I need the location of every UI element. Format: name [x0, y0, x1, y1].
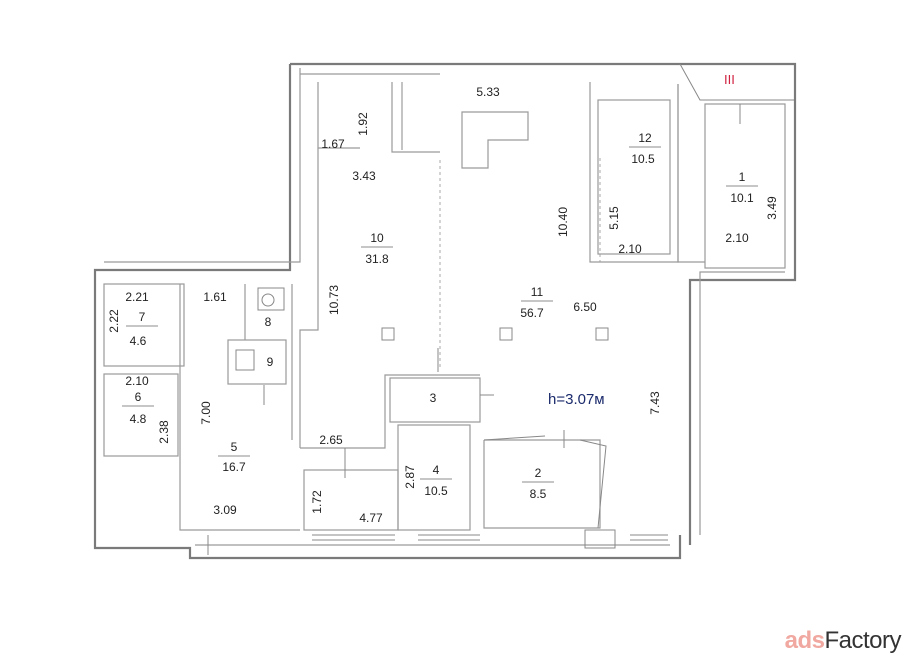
dimension-label: 2.10 [725, 231, 749, 245]
room-8: 8 [265, 315, 272, 329]
dimension-label: 3.43 [352, 169, 376, 183]
room-area: 8.5 [530, 487, 547, 501]
dimension-label: 7.43 [648, 391, 662, 415]
dimension-label: 10.40 [556, 207, 570, 237]
dimension-label: 2.38 [157, 420, 171, 444]
room-9: 9 [267, 355, 274, 369]
room-number: 10 [370, 231, 384, 245]
room-7: 74.6 [126, 310, 158, 348]
dimension-label: 2.10 [618, 242, 642, 256]
room-1: 110.1 [726, 170, 758, 205]
dimension-label: 2.21 [125, 290, 149, 304]
dimension-label: 4.77 [359, 511, 383, 525]
dimension-labels: 5.33 1.92 1.67 3.43 10.40 5.15 2.10 2.10 3.49 10.… [107, 85, 779, 525]
ceiling-height-label: h=3.07м [548, 391, 605, 408]
dimension-label: 7.00 [199, 401, 213, 425]
room-area: 10.1 [730, 191, 754, 205]
walls [93, 62, 797, 560]
dimension-label: 3.49 [765, 196, 779, 220]
room-number: 12 [638, 131, 652, 145]
dimension-label: 3.09 [213, 503, 237, 517]
room-11: 11 56.7 [520, 285, 553, 320]
room-number: 7 [139, 310, 146, 324]
room-6: 64.8 [122, 390, 154, 426]
dimension-label: 2.65 [319, 433, 343, 447]
dimension-label: 1.61 [203, 290, 227, 304]
dimension-label: 2.10 [125, 374, 149, 388]
dimension-label: 6.50 [573, 300, 597, 314]
room-area: 56.7 [520, 306, 544, 320]
watermark-logo: adsFactory [784, 627, 902, 655]
room-4: 410.5 [420, 463, 452, 498]
dimension-label: 1.72 [310, 490, 324, 514]
room-number: 2 [535, 466, 542, 480]
watermark-part2: Factory [824, 627, 901, 654]
room-2: 28.5 [522, 466, 554, 501]
room-10: 10 31.8 [361, 231, 393, 266]
dimension-label: 5.15 [607, 206, 621, 230]
room-area: 4.6 [130, 334, 147, 348]
room-area: 31.8 [365, 252, 389, 266]
room-number: 5 [231, 440, 238, 454]
dimension-label: 2.22 [107, 309, 121, 333]
dimension-label: 1.67 [321, 137, 345, 151]
dimension-label: 5.33 [476, 85, 500, 99]
watermark-part1: ads [784, 627, 825, 654]
room-number: 3 [430, 391, 437, 405]
room-area: 4.8 [130, 412, 147, 426]
room-number: 11 [531, 285, 544, 299]
room-area: 16.7 [222, 460, 246, 474]
room-area: 10.5 [631, 152, 655, 166]
dimension-label: 2.87 [403, 465, 417, 489]
room-number: 6 [135, 390, 142, 404]
dimension-label: 10.73 [327, 285, 341, 315]
room-number: 4 [433, 463, 440, 477]
room-number: 1 [739, 170, 746, 184]
room-number: 9 [267, 355, 274, 369]
room-number: 8 [265, 315, 272, 329]
room-labels: 110.128.53410.5516.764.874.6891031.81156… [122, 131, 758, 501]
room-area: 10.5 [424, 484, 448, 498]
room-12: 12 10.5 [629, 131, 661, 166]
room-5: 516.7 [218, 440, 250, 474]
dimension-label: 1.92 [356, 112, 370, 136]
stair-mark: III [724, 72, 735, 87]
room-3: 3 [430, 391, 437, 405]
